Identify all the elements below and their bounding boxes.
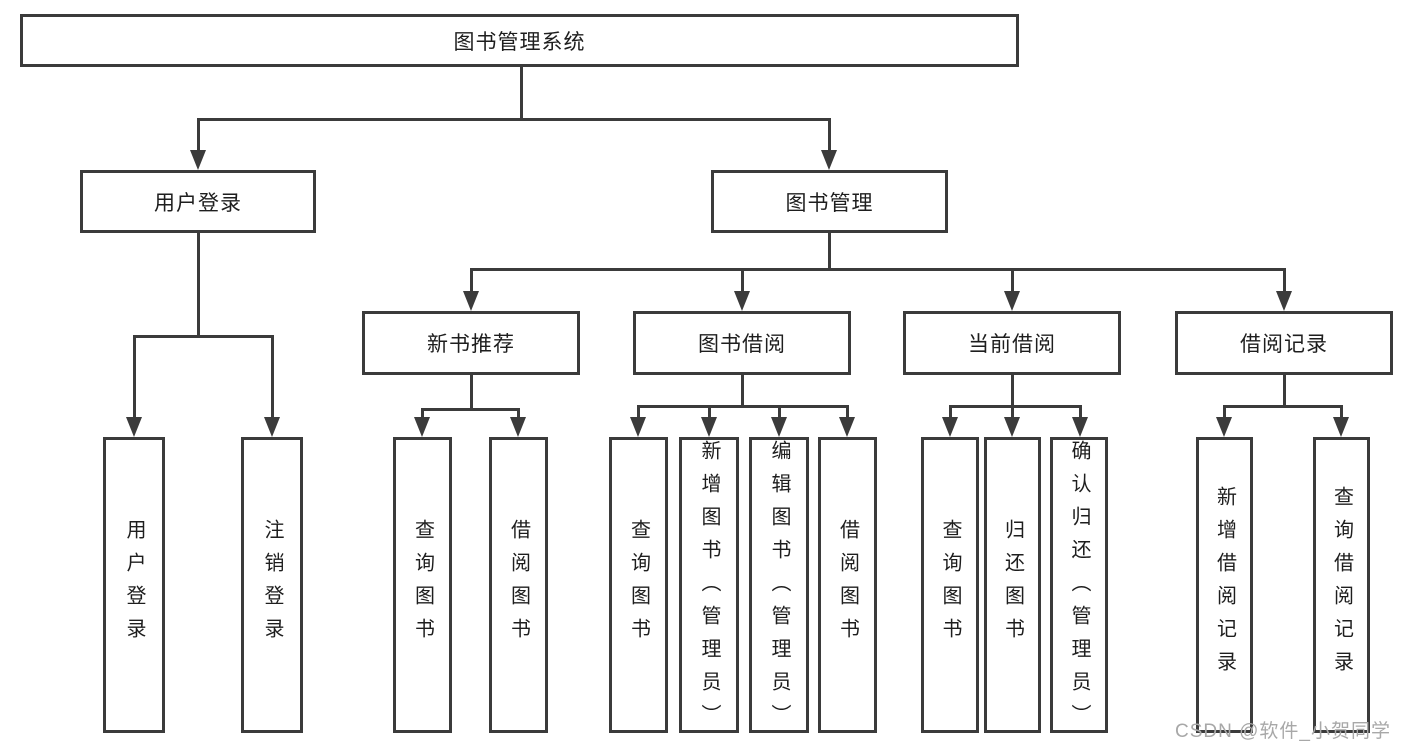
connector-vline [1011,268,1014,293]
leaf-label: 查询图书 [627,519,650,651]
arrowhead-down-icon [821,150,837,170]
leaf-current-return-books: 归还图书 [984,437,1041,733]
connector-vline [828,233,831,270]
connector-hline [637,405,849,408]
connector-vline [741,268,744,293]
arrowhead-down-icon [264,417,280,437]
leaf-login-user-login: 用户登录 [103,437,165,733]
node-root-system: 图书管理系统 [20,14,1019,67]
connector-vline [271,335,274,419]
connector-vline [197,233,200,337]
connector-vline [197,118,200,152]
node-book-management-label: 图书管理 [785,191,874,215]
node-book-borrowing: 图书借阅 [633,311,851,375]
leaf-login-logout: 注销登录 [241,437,303,733]
arrowhead-down-icon [1072,417,1088,437]
leaf-label: 确认归还（管理员） [1068,440,1090,737]
connector-vline [1283,375,1286,407]
arrowhead-down-icon [630,417,646,437]
connector-hline [133,335,274,338]
node-book-management: 图书管理 [711,170,948,233]
arrowhead-down-icon [839,417,855,437]
node-new-book-recommendation: 新书推荐 [362,311,580,375]
leaf-current-confirm-return-admin: 确认归还（管理员） [1050,437,1108,737]
connector-vline [133,335,136,419]
watermark: CSDN @软件_小贺同学 [1175,721,1391,742]
leaf-label: 查询图书 [411,519,434,651]
connector-vline [470,268,473,293]
leaf-records-add-record: 新增借阅记录 [1196,437,1253,733]
leaf-label: 新增图书（管理员） [698,440,720,737]
arrowhead-down-icon [1216,417,1232,437]
connector-hline [197,118,831,121]
connector-vline [846,405,849,419]
connector-vline [1079,405,1082,419]
node-root-label: 图书管理系统 [453,30,586,54]
leaf-recommend-borrow-books: 借阅图书 [489,437,548,733]
node-borrowing-records: 借阅记录 [1175,311,1393,375]
connector-vline [1011,405,1014,419]
leaf-label: 编辑图书（管理员） [768,440,790,737]
arrowhead-down-icon [942,417,958,437]
node-user-login-label: 用户登录 [154,191,242,215]
connector-vline [828,118,831,152]
arrowhead-down-icon [126,417,142,437]
arrowhead-down-icon [510,417,526,437]
connector-vline [520,67,523,120]
connector-vline [741,375,744,407]
node-user-login: 用户登录 [80,170,316,233]
arrowhead-down-icon [1004,417,1020,437]
arrowhead-down-icon [1276,291,1292,311]
node-book-borrowing-label: 图书借阅 [698,333,786,356]
arrowhead-down-icon [414,417,430,437]
leaf-label: 查询图书 [939,519,961,651]
leaf-recommend-query-books: 查询图书 [393,437,452,733]
leaf-current-query-books: 查询图书 [921,437,979,733]
connector-vline [1283,268,1286,293]
connector-hline [470,268,1286,271]
arrowhead-down-icon [771,417,787,437]
node-current-borrowing-label: 当前借阅 [968,333,1056,356]
arrowhead-down-icon [701,417,717,437]
leaf-borrow-query-books: 查询图书 [609,437,668,733]
connector-vline [778,405,781,419]
arrowhead-down-icon [734,291,750,311]
node-borrowing-records-label: 借阅记录 [1240,333,1328,356]
connector-vline [637,405,640,419]
connector-vline [949,405,952,419]
connector-vline [708,405,711,419]
leaf-records-query-record: 查询借阅记录 [1313,437,1370,733]
leaf-label: 借阅图书 [836,519,859,651]
connector-vline [1011,375,1014,407]
connector-vline [1340,405,1343,419]
leaf-label: 新增借阅记录 [1213,486,1236,684]
arrowhead-down-icon [1333,417,1349,437]
leaf-label: 借阅图书 [507,519,530,651]
connector-hline [949,405,1082,408]
arrowhead-down-icon [190,150,206,170]
connector-vline [421,408,424,419]
leaf-borrow-edit-book-admin: 编辑图书（管理员） [749,437,809,737]
arrowhead-down-icon [463,291,479,311]
arrowhead-down-icon [1004,291,1020,311]
leaf-label: 查询借阅记录 [1330,486,1353,684]
leaf-label: 归还图书 [1001,519,1024,651]
connector-vline [517,408,520,419]
node-current-borrowing: 当前借阅 [903,311,1121,375]
leaf-label: 用户登录 [123,519,145,651]
connector-vline [470,375,473,410]
connector-hline [421,408,520,411]
connector-hline [1223,405,1343,408]
node-new-book-recommendation-label: 新书推荐 [427,333,515,356]
leaf-label: 注销登录 [261,519,283,651]
leaf-borrow-add-book-admin: 新增图书（管理员） [679,437,739,737]
connector-vline [1223,405,1226,419]
leaf-borrow-borrow-books: 借阅图书 [818,437,877,733]
